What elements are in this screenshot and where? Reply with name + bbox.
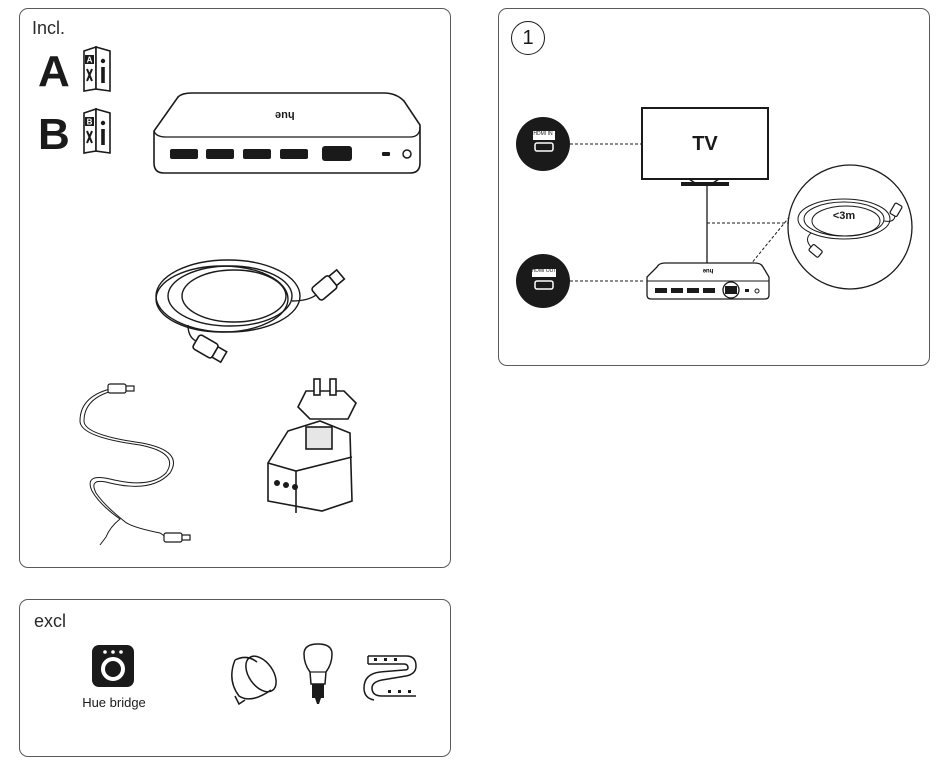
- power-cable-illustration: [79, 383, 191, 546]
- sync-box-device-illustration: [153, 92, 421, 174]
- included-title: Incl.: [32, 18, 66, 38]
- device-brand-mark: hue: [275, 109, 295, 121]
- step-number-badge: 1: [511, 21, 545, 55]
- power-adapter-illustration: [267, 378, 357, 513]
- excluded-title: excl: [34, 611, 67, 631]
- tv-label: TV: [692, 133, 718, 155]
- hdmi-out-label: HDMI OUT: [531, 268, 557, 274]
- hdmi-cable-illustration: [155, 259, 346, 364]
- hue-bridge-icon: [92, 645, 134, 687]
- manual-a-icon: A: [83, 45, 111, 92]
- hdmi-in-label: HDMI IN: [533, 131, 553, 137]
- svg-text:A: A: [87, 56, 93, 65]
- step-number: 1: [522, 27, 534, 49]
- manual-b-icon: B: [83, 107, 111, 154]
- connection-step-panel: 1: [498, 8, 930, 366]
- excluded-panel: excl Hue bridge: [19, 599, 451, 757]
- hue-lightstrip-icon: [363, 655, 417, 701]
- hue-go-lamp-icon: [231, 655, 277, 706]
- svg-text:hue: hue: [702, 267, 713, 273]
- hue-bridge-label: Hue bridge: [82, 695, 146, 710]
- hue-bulb-icon: [303, 643, 333, 704]
- included-panel: Incl. A A B B hue: [19, 8, 451, 568]
- svg-text:B: B: [87, 118, 93, 127]
- manual-b-letter: B: [38, 110, 70, 159]
- connection-diagram: hue: [516, 107, 913, 308]
- cable-length-label: <3m: [832, 210, 856, 222]
- manual-a-letter: A: [38, 47, 70, 96]
